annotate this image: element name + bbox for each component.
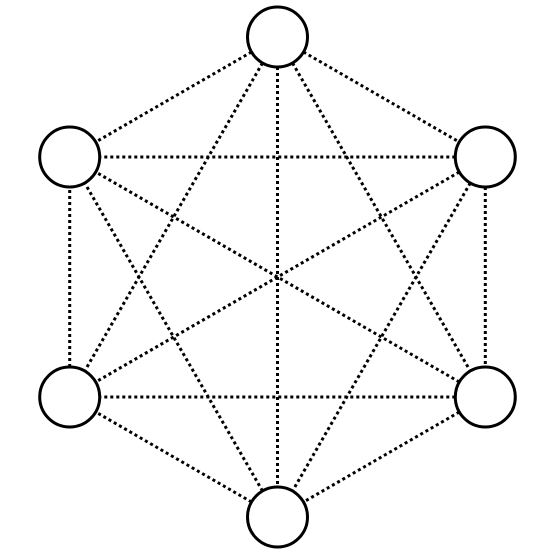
edge-lower-right-bottom bbox=[276, 395, 487, 519]
edge-bottom-lower-left bbox=[68, 395, 279, 519]
edge-lower-right-upper-left bbox=[68, 155, 487, 399]
node-top bbox=[246, 5, 309, 69]
node-bottom bbox=[246, 485, 309, 549]
edges-layer bbox=[68, 35, 487, 519]
edge-upper-right-lower-left bbox=[68, 155, 487, 399]
node-upper-right bbox=[453, 125, 517, 189]
edge-top-upper-right bbox=[276, 35, 487, 159]
node-lower-left bbox=[38, 365, 102, 429]
edge-top-upper-left bbox=[68, 35, 279, 159]
node-upper-left bbox=[38, 125, 102, 189]
node-lower-right bbox=[453, 365, 517, 429]
nodes-layer bbox=[38, 5, 517, 549]
